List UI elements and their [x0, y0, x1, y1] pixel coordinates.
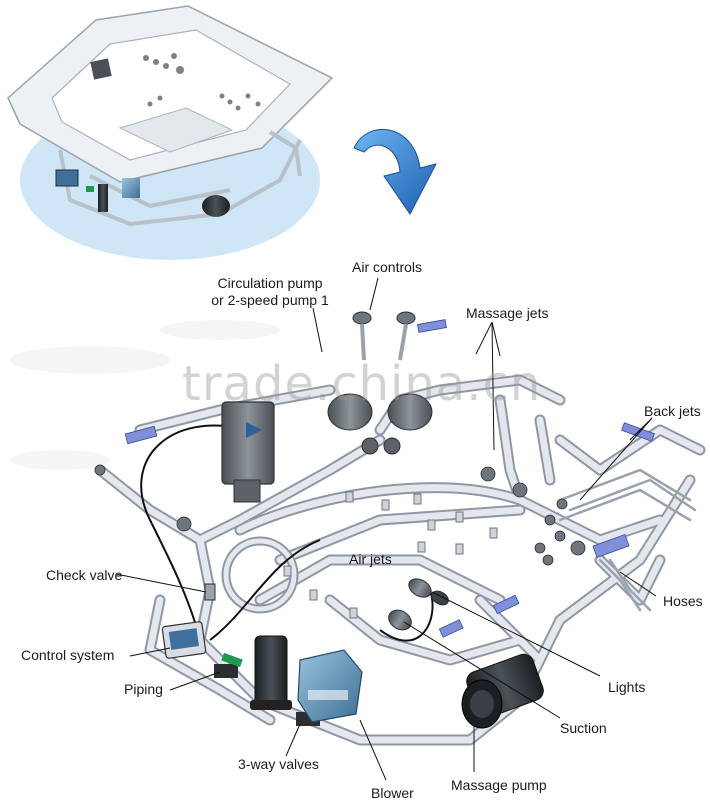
massage-pump-motor: [461, 653, 544, 729]
leader-lines: [115, 277, 657, 781]
watermark: trade.china.cn: [182, 356, 542, 412]
tub-filter: [98, 184, 108, 212]
background-haze: [10, 320, 280, 470]
label-massage-jets: Massage jets: [466, 305, 549, 321]
upper-pump-manifold: [327, 393, 433, 455]
tub-basin: [51, 29, 291, 161]
label-massage-pump: Massage pump: [451, 777, 547, 793]
hot-tub-thumbnail: [7, 5, 334, 260]
label-circulation-pump-line2: or 2-speed pump 1: [211, 292, 329, 308]
label-back-jets: Back jets: [644, 403, 701, 419]
filter-canister: [250, 635, 292, 710]
tub-control-box: [55, 169, 79, 187]
blower-unit: [297, 649, 363, 723]
label-blower: Blower: [371, 785, 414, 801]
label-air-controls: Air controls: [352, 259, 423, 275]
label-hoses: Hoses: [663, 593, 703, 609]
label-air-jets: Air jets: [349, 551, 392, 567]
tub-seat: [118, 107, 234, 153]
electrical-wires: [140, 424, 434, 642]
tub-jets: [143, 53, 261, 111]
air-control-knobs: [352, 311, 416, 361]
tub-pump: [202, 195, 230, 217]
label-suction: Suction: [560, 720, 607, 736]
label-check-valve: Check valve: [46, 567, 123, 583]
check-valve: [204, 583, 216, 601]
tub-underside-pipes: [58, 130, 302, 227]
label-piping: Piping: [124, 681, 163, 697]
lights-and-suction: [388, 578, 449, 631]
label-three-way-valves: 3-way valves: [238, 756, 319, 772]
label-circulation-pump: Circulation pump or 2-speed pump 1: [190, 275, 350, 309]
control-system-box: [161, 621, 207, 659]
circulation-pump: [221, 401, 275, 503]
tub-blower: [122, 178, 140, 198]
label-control-system: Control system: [21, 647, 115, 663]
tub-control-panel: [90, 58, 112, 80]
label-lights: Lights: [608, 679, 646, 695]
jet-fittings: [94, 464, 586, 566]
flow-arrow-icon: [353, 128, 437, 215]
label-circulation-pump-line1: Circulation pump: [217, 275, 323, 291]
tub-valve: [86, 186, 94, 192]
